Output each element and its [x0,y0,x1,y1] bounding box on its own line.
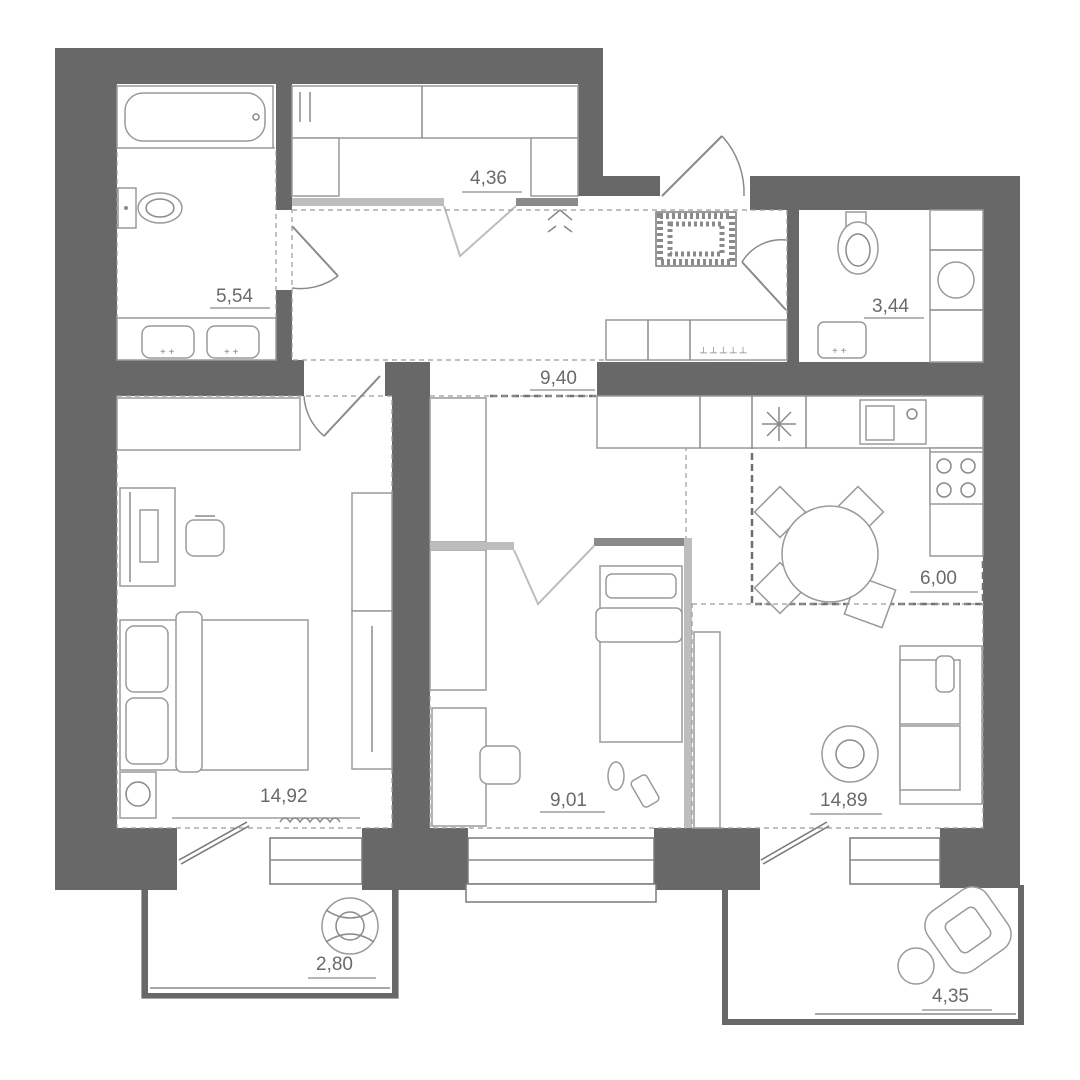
office-chair-icon [185,515,225,557]
bedroom-door [303,375,381,437]
hall-area: 9,40 [540,368,577,389]
bookshelf-icon [351,492,393,770]
walls [55,48,1020,890]
bathroom-area: 5,54 [216,286,253,307]
toilet-room: + + 3,44 [817,209,984,363]
radiator-icon [279,817,341,824]
bedroom: 14,92 [116,375,393,829]
kitchen-area: 6,00 [920,568,957,589]
windows [269,837,941,903]
balcony-left-contents: 2,80 [308,897,379,979]
washing-machine-icon [929,209,984,363]
plant-icon [321,897,379,955]
stove-icon [929,451,984,505]
wardrobe-room: 4,36 [291,85,579,258]
armchair-icon [924,886,1012,974]
bed-icon [595,565,683,743]
sofa-icon [899,645,983,805]
toilet-area: 3,44 [872,296,909,317]
balcony-right-area: 4,35 [932,986,969,1007]
svg-text:+ +: + + [224,347,239,358]
plant-icon [119,771,157,819]
desk-icon [119,487,176,587]
balcony-right [722,885,1024,1025]
balcony-left-area: 2,80 [316,954,353,975]
desk-icon [431,707,487,827]
sink-icon: + + [817,321,867,359]
wardrobe-icon [299,92,311,122]
toy-icon [607,761,660,808]
svg-text:+ +: + + [832,346,847,357]
living-room: 14,89 [691,603,984,829]
bedroom-area: 14,92 [260,786,308,807]
wardrobe-area: 4,36 [470,168,507,189]
bed-icon [119,611,309,773]
childroom-area: 9,01 [550,790,587,811]
wardrobe-icon [693,631,721,829]
office-chair-icon [479,745,521,785]
balcony-left [141,885,399,999]
balcony-right-contents: 4,35 [897,886,1012,1011]
toilet-icon [837,211,879,275]
living-area: 14,89 [820,790,868,811]
kitchen-sink-icon [859,399,927,445]
svg-text:+ +: + + [160,347,175,358]
balcony-doors [178,821,830,865]
bathroom: + + + + 5,54 [116,85,339,361]
kitchen: 6,00 [596,394,985,629]
wardrobe-icon [429,397,487,691]
rug-icon [655,211,737,267]
svg-text:┴ ┴ ┴ ┴ ┴: ┴ ┴ ┴ ┴ ┴ [699,346,747,359]
childroom: 9,01 [429,395,721,829]
hall: ┴ ┴ ┴ ┴ ┴ 9,40 [291,135,788,398]
sink-icon: + + + + [116,317,277,361]
bathtub-icon [116,85,274,149]
plant-icon [821,725,879,783]
toilet-icon [117,187,183,229]
dining-table-icon [753,485,897,629]
